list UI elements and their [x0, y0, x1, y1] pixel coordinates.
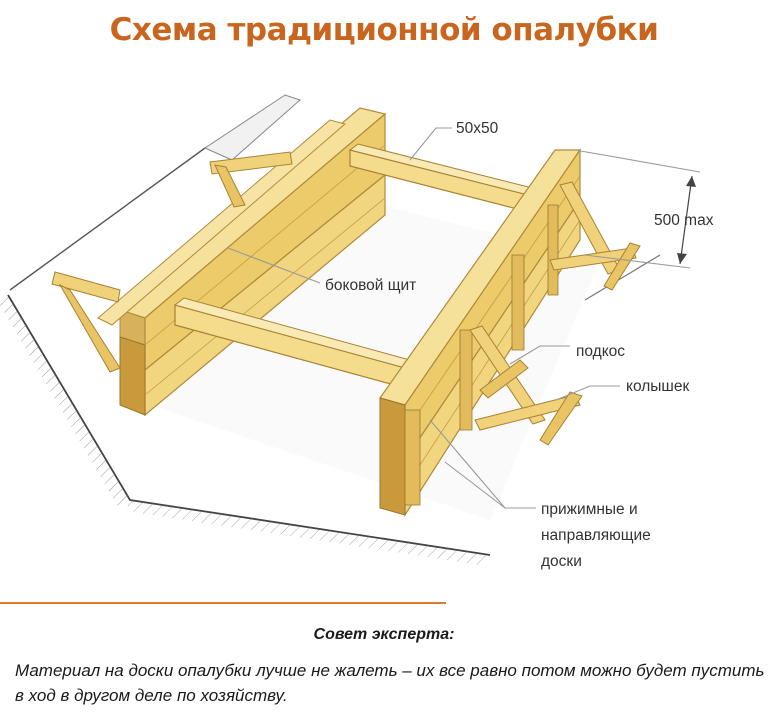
diagram-title: Схема традиционной опалубки: [109, 12, 659, 48]
right-side-shield: [379, 148, 582, 518]
divider-rule: [0, 602, 446, 604]
leader-lines: [227, 127, 620, 509]
label-section-size: 50x50: [456, 120, 499, 137]
ground-bottom-hatch: [126, 500, 490, 566]
expert-tip-heading: Совет эксперта:: [313, 626, 455, 643]
stakes: [539, 242, 641, 446]
label-brace: подкос: [576, 343, 625, 360]
label-boards-line1: прижимные и: [541, 501, 638, 518]
expert-tip-text: Материал на доски опалубки лучше не жале…: [15, 661, 765, 705]
ground-left-hatch: [0, 295, 130, 510]
left-braces: [51, 151, 293, 373]
label-height-limit: 500 max: [654, 212, 714, 229]
formwork-illustration: 50x50 500 max боковой щит подкос колышек…: [0, 94, 714, 570]
label-boards-line3: доски: [541, 553, 582, 570]
front-spacer-beam: [173, 297, 430, 393]
label-side-shield: боковой щит: [325, 277, 416, 294]
label-stake: колышек: [626, 378, 689, 395]
height-dimension: [574, 149, 701, 269]
ground-back-wall: [203, 94, 301, 161]
left-side-shield: [97, 107, 387, 417]
right-braces: [469, 181, 637, 431]
label-boards-line2: направляющие: [541, 527, 651, 544]
